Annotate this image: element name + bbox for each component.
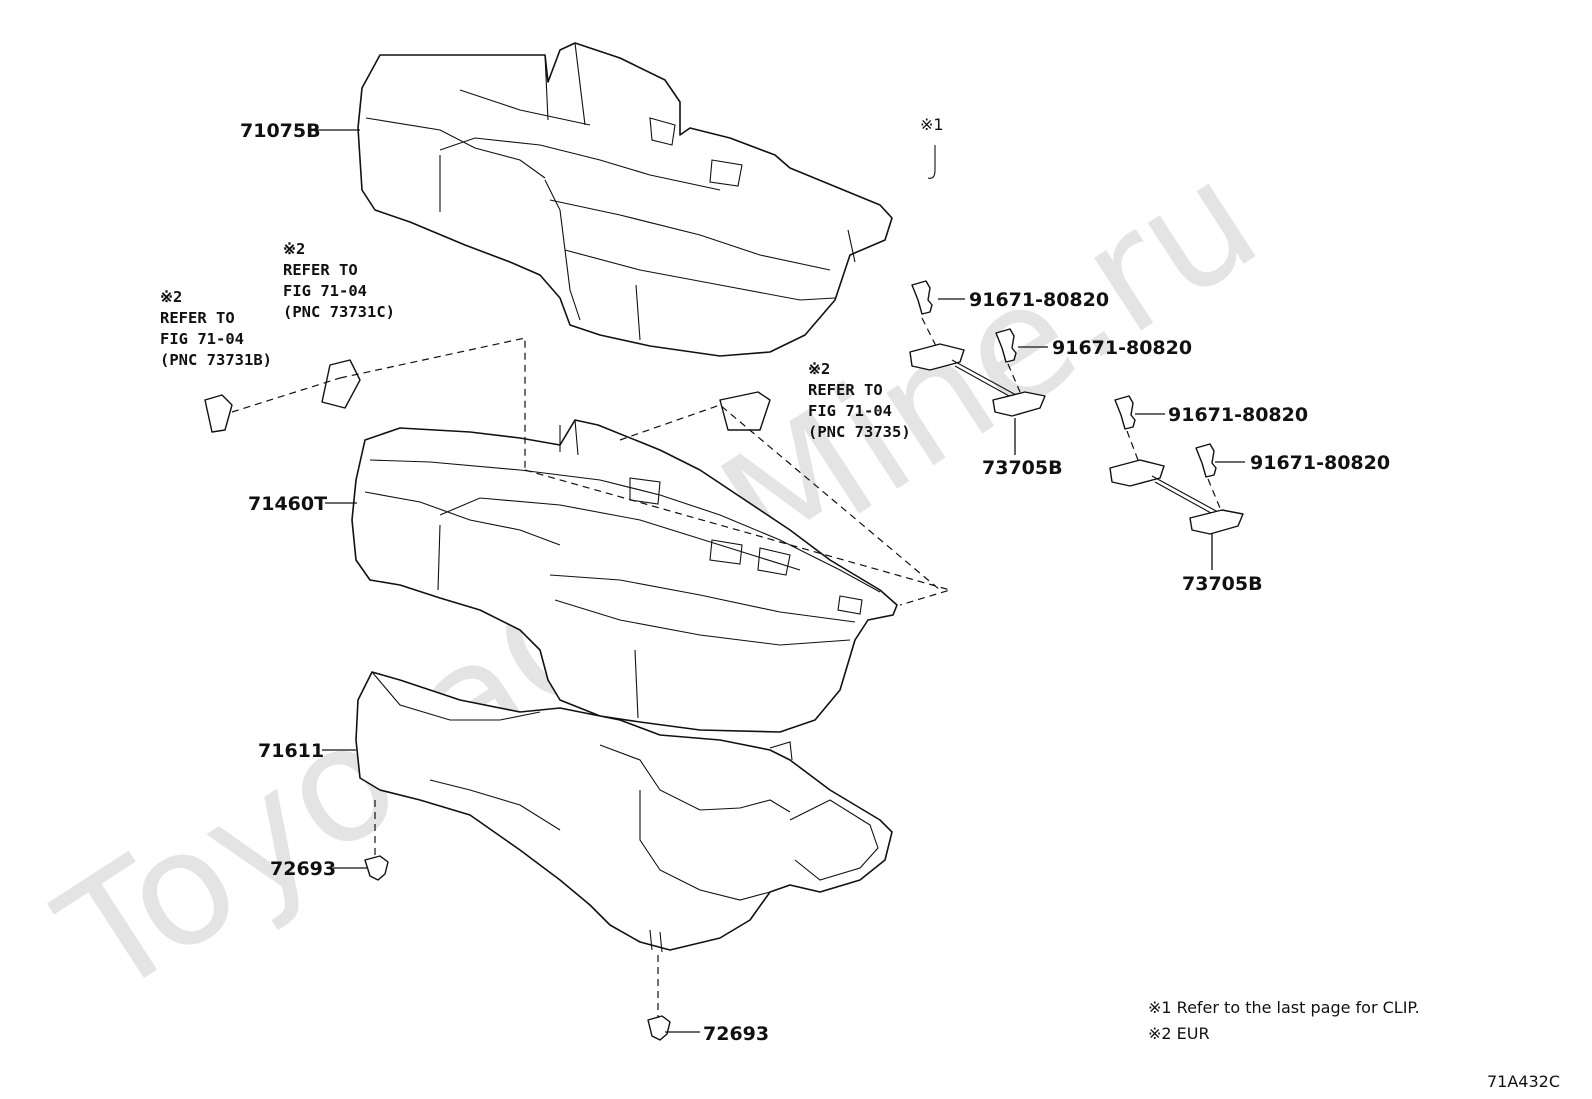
ref-callout-73731b: ※2 REFER TO FIG 71-04 (PNC 73731B) xyxy=(160,288,272,369)
clip-illustrations xyxy=(364,855,671,1041)
leader-lines xyxy=(316,129,1245,1033)
bolt-illustrations xyxy=(911,280,1217,478)
label-bolt-4: 91671-80820 xyxy=(1250,452,1390,474)
clip-note-mark: ※1 xyxy=(920,115,944,134)
label-71611: 71611 xyxy=(258,740,324,762)
ref-735-mark: ※2 xyxy=(808,360,830,378)
label-bolt-1: 91671-80820 xyxy=(969,289,1109,311)
ref-part-illustrations xyxy=(204,359,771,433)
ref-b-line1: REFER TO xyxy=(160,309,235,327)
label-73705b-lower: 73705B xyxy=(1182,573,1263,595)
label-bolt-3: 91671-80820 xyxy=(1168,404,1308,426)
label-72693-left: 72693 xyxy=(270,858,336,880)
footnote-2: ※2 EUR xyxy=(1148,1024,1210,1043)
figure-code: 71A432C xyxy=(1487,1072,1560,1091)
footnote-1: ※1 Refer to the last page for CLIP. xyxy=(1148,998,1420,1017)
ref-b-line3: (PNC 73731B) xyxy=(160,351,272,369)
seat-cover-illustration xyxy=(357,42,893,357)
ref-735-line2: FIG 71-04 xyxy=(808,402,892,420)
hook-assembly-lower xyxy=(1109,459,1244,535)
ref-callout-73731c: ※2 REFER TO FIG 71-04 (PNC 73731C) xyxy=(283,240,395,321)
label-71075b: 71075B xyxy=(240,120,321,142)
ref-c-line2: FIG 71-04 xyxy=(283,282,367,300)
hook-assembly-upper xyxy=(909,343,1046,417)
label-72693-bottom: 72693 xyxy=(703,1023,769,1045)
ref-callout-73735: ※2 REFER TO FIG 71-04 (PNC 73735) xyxy=(808,360,911,441)
label-bolt-2: 91671-80820 xyxy=(1052,337,1192,359)
label-71460t: 71460T xyxy=(248,493,327,515)
ref-735-line1: REFER TO xyxy=(808,381,883,399)
ref-735-line3: (PNC 73735) xyxy=(808,423,911,441)
ref-c-line3: (PNC 73731C) xyxy=(283,303,395,321)
ref-b-line2: FIG 71-04 xyxy=(160,330,244,348)
ref-b-mark: ※2 xyxy=(160,288,182,306)
label-73705b-upper: 73705B xyxy=(982,457,1063,479)
cushion-frame-illustration xyxy=(355,671,893,953)
ref-c-line1: REFER TO xyxy=(283,261,358,279)
seat-cushion-illustration xyxy=(351,419,898,733)
ref-c-mark: ※2 xyxy=(283,240,305,258)
assembly-dashed-lines xyxy=(231,317,1221,1018)
clip-hook-illustration xyxy=(927,145,936,179)
